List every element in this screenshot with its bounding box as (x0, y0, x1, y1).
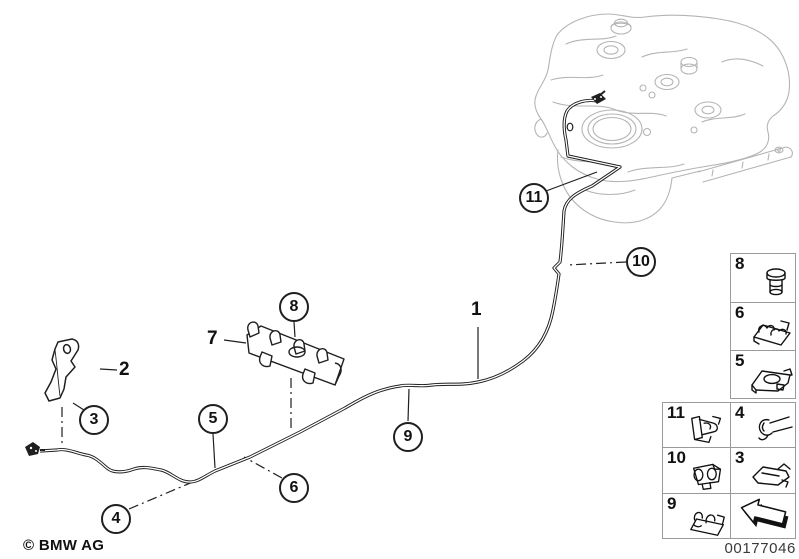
parts-panel-cell-5[interactable]: 5 (730, 350, 796, 399)
fuel-pipe-drawing (25, 90, 622, 484)
pipe-clip-icon (753, 320, 791, 346)
grommet-icon (766, 268, 786, 296)
tank-connector (591, 90, 606, 104)
leader-2 (99, 368, 118, 371)
pipe-end-connector (25, 442, 45, 456)
parts-panel-cell-6[interactable]: 6 (730, 302, 796, 351)
fuel-tank-drawing (534, 13, 793, 224)
leader-11 (545, 171, 598, 192)
parts-panel-cell-3[interactable]: 3 (730, 447, 796, 494)
callout-9[interactable]: 9 (393, 422, 423, 452)
callout-3[interactable]: 3 (79, 405, 109, 435)
leader-6 (243, 456, 283, 479)
callout-2[interactable]: 2 (119, 359, 130, 380)
parts-panel-cell-10[interactable]: 10 (662, 447, 731, 494)
leader-8 (293, 321, 296, 338)
parts-panel-cell-4[interactable]: 4 (730, 402, 796, 448)
parts-panel-cell-8[interactable]: 8 (730, 253, 796, 303)
holder-clip-icon (691, 415, 722, 444)
clip-rail-drawing (246, 321, 345, 386)
parts-panel-cell-9[interactable]: 9 (662, 493, 731, 539)
document-number: 00177046 (724, 540, 796, 557)
leader-7 (223, 339, 247, 344)
callout-8[interactable]: 8 (279, 292, 309, 322)
callout-1[interactable]: 1 (471, 299, 482, 320)
callout-4[interactable]: 4 (101, 504, 131, 534)
leader-lines (61, 171, 627, 510)
bracket-clip-icon (751, 368, 793, 394)
retainer-clip-icon (752, 463, 791, 488)
callout-6[interactable]: 6 (279, 473, 309, 503)
double-clip-icon (690, 511, 725, 536)
direction-arrow-icon (740, 498, 789, 529)
leader-4 (128, 480, 196, 510)
leader-10 (566, 261, 627, 266)
parts-panel-cell-11[interactable]: 11 (662, 402, 731, 448)
callout-5[interactable]: 5 (198, 404, 228, 434)
callout-10[interactable]: 10 (626, 247, 656, 277)
parts-panel-cell-arrow[interactable] (730, 493, 796, 539)
leader-5 (212, 433, 216, 469)
bracket-part-drawing (44, 338, 80, 402)
callout-11[interactable]: 11 (519, 183, 549, 213)
leader-9 (407, 388, 410, 422)
bmw-copyright: © BMW AG (23, 537, 105, 554)
callout-7[interactable]: 7 (207, 328, 218, 349)
grommet-clip-icon (692, 463, 722, 490)
hose-clamp-icon (758, 416, 793, 441)
hose-clip-ring (566, 122, 574, 132)
